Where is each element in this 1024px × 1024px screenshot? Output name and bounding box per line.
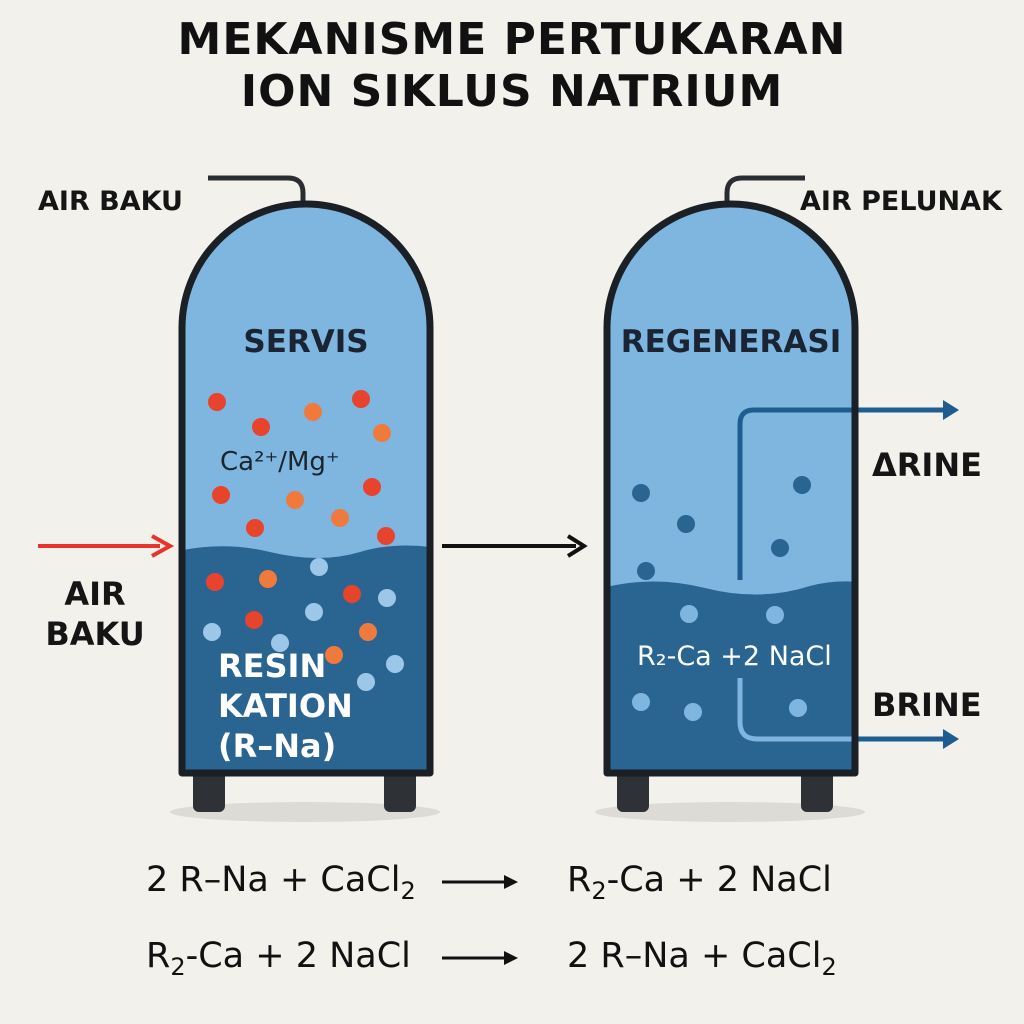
regeneration-ions [632,476,811,721]
resin-bed [607,581,855,773]
na-ion [203,623,221,641]
equation-1-right: R2-Ca + 2 NaCl [567,860,832,905]
equation-2-left-text: R [146,936,171,976]
title-line-2: ION SIKLUS NATRIUM [240,66,784,117]
inlet-pipe [208,175,306,214]
ca-ion [212,486,230,504]
arrow-right-icon [442,534,588,558]
equation-1-right-sub: 2 [591,877,607,905]
na-ion [386,655,404,673]
label-air-baku-side-line1: AIR [64,575,126,613]
tank-shadow [595,802,865,822]
ca-ion [208,393,226,411]
resin-label-line2: KATION [218,687,353,725]
ca-ion [252,418,270,436]
resin-label: RESIN KATION (R–Na) [218,646,353,766]
resin-label-line3: (R–Na) [218,727,337,765]
tank-foot-left [193,768,225,812]
equation-1-left-sub: 2 [400,877,416,905]
ion-dot [766,606,784,624]
equation-2-right-text: 2 R–Na + CaCl [567,936,822,976]
long-arrow-right-icon [442,951,518,965]
ion-dot [632,693,650,711]
tank-outline [178,200,434,777]
mg-ion [331,509,349,527]
equation-2-right-sub: 2 [821,953,837,981]
ca-ion [343,585,361,603]
hardness-ion-label: Ca²⁺/Mg⁺ [220,447,340,477]
label-brine-bottom: BRINE [872,686,982,724]
ca-ion [246,519,264,537]
ca-ion [245,611,263,629]
service-tank-title: SERVIS [243,324,369,360]
tank-foot-left [617,768,649,812]
label-air-baku-top: AIR BAKU [38,186,183,217]
ion-dot [632,484,650,502]
resin-label-line1: RESIN [218,647,327,685]
ion-dot [677,515,695,533]
regeneration-equation-label: R₂-Ca +2 NaCl [637,641,832,672]
ion-dot [789,699,807,717]
tank-foot-right [801,768,833,812]
regeneration-tank-title: REGENERASI [620,324,842,360]
mg-ion [325,646,343,664]
arrow-right-icon [943,400,959,420]
brine-pipe-upper [737,407,944,580]
hardness-ions [206,390,395,664]
ca-ion [363,478,381,496]
long-arrow-right-icon [442,875,518,889]
equation-1-left: 2 R–Na + CaCl2 [146,860,416,905]
sodium-ions [203,558,404,691]
mg-ion [286,491,304,509]
equation-1-right-rest: -Ca + 2 NaCl [606,860,832,900]
brine-pipe-lower [737,678,944,742]
title-line-1: MEKANISME PERTUKARAN [177,14,847,65]
mg-ion [359,623,377,641]
equation-1-left-text: 2 R–Na + CaCl [146,860,401,900]
ion-dot [793,476,811,494]
ca-ion [206,573,224,591]
resin-bed [182,545,430,773]
label-air-pelunak: AIR PELUNAK [800,186,1002,217]
equation-2-left: R2-Ca + 2 NaCl [146,936,411,981]
na-ion [305,603,323,621]
arrow-right-icon [38,534,175,558]
mg-ion [304,403,322,421]
tank-foot-right [384,768,416,812]
ca-ion [377,527,395,545]
service-tank [170,175,440,822]
na-ion [378,589,396,607]
na-ion [310,558,328,576]
ion-dot [771,539,789,557]
label-brine-top: ΔRINE [872,446,982,484]
arrow-right-icon [943,729,959,749]
diagram-title: MEKANISME PERTUKARAN ION SIKLUS NATRIUM [0,14,1024,118]
ca-ion [352,390,370,408]
ion-dot [680,605,698,623]
mg-ion [373,424,391,442]
equation-2-left-sub: 2 [170,953,186,981]
ion-dot [637,562,655,580]
tank-outline [603,200,859,777]
tank-shadow [170,802,440,822]
equation-2-left-rest: -Ca + 2 NaCl [185,936,411,976]
regeneration-tank [595,175,944,822]
mg-ion [259,570,277,588]
outlet-pipe [724,175,805,214]
na-ion [357,673,375,691]
ion-dot [684,703,702,721]
label-air-baku-side: AIR BAKU [40,574,150,654]
equation-1-right-text: R [567,860,592,900]
label-air-baku-side-line2: BAKU [45,615,145,653]
equation-2-right: 2 R–Na + CaCl2 [567,936,837,981]
na-ion [271,634,289,652]
